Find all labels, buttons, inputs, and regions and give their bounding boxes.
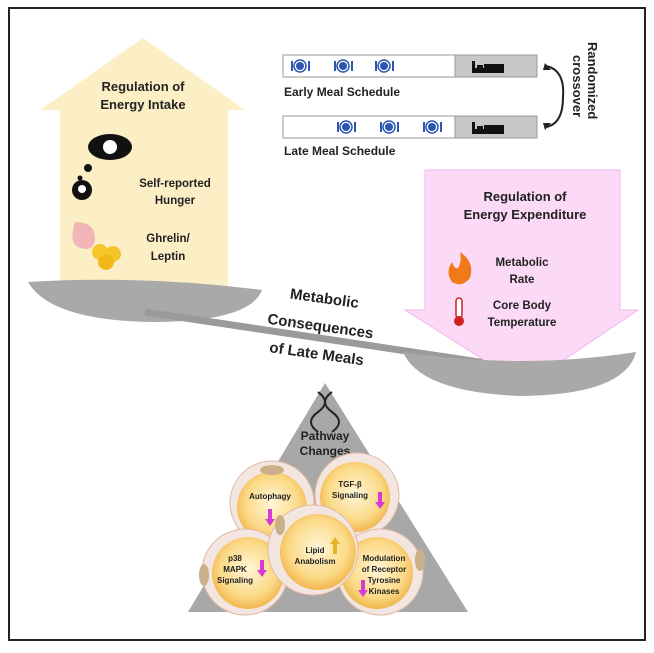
core-body: Core Body	[493, 300, 552, 312]
stomach-fat-icon	[72, 222, 121, 270]
temperature: Temperature	[488, 317, 557, 329]
flame-icon	[448, 252, 472, 285]
tgf-label-1: TGF-β	[338, 480, 362, 489]
cell-lipid: Lipid Anabolism	[267, 504, 359, 596]
ghrelin: Ghrelin/	[146, 233, 190, 245]
thought-bubble-icon	[72, 134, 132, 200]
cell-p38: p38 MAPK Signaling	[199, 528, 289, 616]
rate: Rate	[510, 274, 535, 286]
rtk-label-1: Modulation	[363, 554, 406, 563]
rtk-label-3: Tyrosine	[368, 576, 401, 585]
pathway-title-2: Changes	[300, 444, 351, 458]
p38-label-2: MAPK	[223, 565, 247, 574]
rtk-label-4: Kinases	[369, 587, 400, 596]
left-pan	[28, 279, 262, 322]
expenditure-title-1: Regulation of	[483, 189, 567, 204]
intake-up-arrow	[40, 38, 245, 288]
leptin: Leptin	[151, 251, 186, 263]
expenditure-title-2: Energy Expenditure	[464, 207, 587, 222]
p38-label-1: p38	[228, 554, 242, 563]
lipid-label-2: Anabolism	[295, 557, 336, 566]
late-label: Late Meal Schedule	[284, 144, 396, 158]
rtk-label-2: of Receptor	[362, 565, 406, 574]
pathway-title-1: Pathway	[301, 429, 350, 443]
intake-title-2: Energy Intake	[100, 97, 185, 112]
lipid-label-1: Lipid	[305, 546, 324, 555]
hunger-2: Hunger	[155, 195, 196, 207]
hunger-1: Self-reported	[139, 178, 211, 190]
crossover: crossover	[570, 55, 585, 117]
randomized: Randomized	[585, 42, 600, 119]
early-meal-schedule-bar	[282, 54, 538, 78]
autophagy-label: Autophagy	[249, 492, 291, 501]
tgf-label-2: Signaling	[332, 491, 368, 500]
crossover-arrow-icon	[545, 65, 565, 128]
expenditure-down-arrow	[403, 169, 640, 387]
cell-rtk: Modulation of Receptor Tyrosine Kinases	[336, 528, 425, 616]
early-label: Early Meal Schedule	[284, 85, 400, 99]
p38-label-3: Signaling	[217, 576, 253, 585]
thermometer-icon	[454, 297, 464, 326]
right-pan	[403, 352, 636, 396]
metabolic: Metabolic	[495, 257, 549, 269]
crossover-arrowheads	[543, 63, 551, 130]
late-meal-schedule-bar	[282, 115, 538, 139]
intake-title-1: Regulation of	[101, 79, 185, 94]
dna-icon	[310, 391, 340, 433]
